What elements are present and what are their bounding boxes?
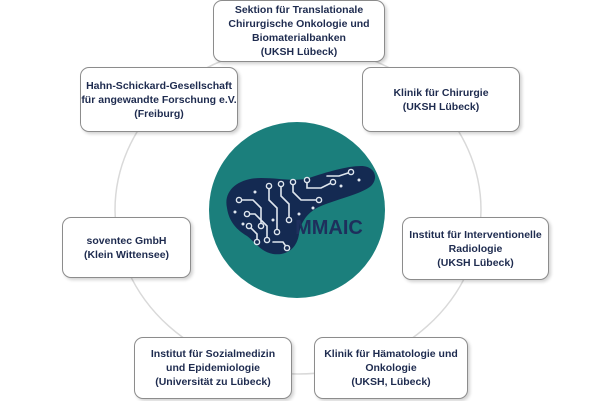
partner-box-sektion-translationale-chirurgische-onkologie: Sektion für Translationale Chirurgische … [213,0,385,62]
partner-text-line: Klinik für Chirurgie [393,86,489,99]
mmaic-logo: MMAIC [209,122,385,298]
partner-text-line: Hahn-Schickard-Gesellschaft [86,79,232,92]
partner-text-line: (UKSH Lübeck) [260,46,338,58]
partner-box-klinik-chirurgie: Klinik für Chirurgie (UKSH Lübeck) [362,67,520,132]
partner-text-line: für angewandte Forschung e.V. [81,93,237,106]
partner-text-line: Chirurgische Onkologie und [228,18,370,30]
partner-box-interventionelle-radiologie: Institut für Interventionelle Radiologie… [402,217,549,280]
partner-text-line: Onkologie [365,362,417,374]
partner-text-line: Institut für Sozialmedizin [150,348,276,360]
partner-text-line: Biomaterialbanken [252,32,346,44]
partner-box-hahn-schickard: Hahn-Schickard-Gesellschaft für angewand… [80,67,238,132]
partner-text-line: (UKSH, Lübeck) [351,376,431,388]
partner-text-line: soventec GmbH [86,234,167,247]
partner-text-line: (Universität zu Lübeck) [155,376,271,388]
circuit-nodes-icon [235,168,355,252]
partner-text-line: Klinik für Hämatologie und [324,348,458,360]
logo-label: MMAIC [295,217,363,239]
partner-box-sozialmedizin-epidemiologie: Institut für Sozialmedizin und Epidemiol… [134,337,292,399]
partner-box-soventec: soventec GmbH (Klein Wittensee) [62,217,191,278]
partner-text-line: (UKSH Lübeck) [402,100,480,113]
partner-text-line: und Epidemiologie [166,362,260,374]
partner-text-line: Radiologie [448,242,503,255]
pancreas-icon [226,166,376,255]
partner-text-line: Institut für Interventionelle [409,228,542,241]
partner-text-line: Sektion für Translationale [234,4,364,16]
circuit-dots-icon [233,178,361,226]
partner-text-line: (Klein Wittensee) [83,248,170,261]
partner-box-haematologie-onkologie: Klinik für Hämatologie und Onkologie (UK… [314,337,468,399]
partner-text-line: (Freiburg) [134,107,184,120]
partner-text-line: (UKSH Lübeck) [437,256,514,269]
